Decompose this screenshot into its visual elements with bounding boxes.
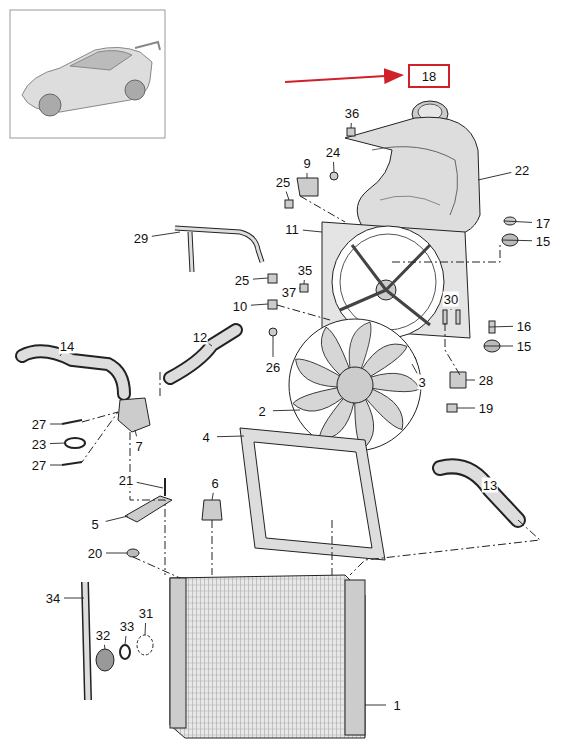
leader-line — [209, 344, 212, 346]
leader-line — [286, 191, 289, 200]
leader-line — [273, 336, 274, 357]
leader-line — [307, 173, 308, 178]
leader-line — [504, 221, 532, 222]
callout-number: 35 — [297, 263, 313, 278]
callout-number: 24 — [325, 145, 341, 160]
leader-line — [60, 354, 61, 356]
thermostat-housing — [62, 398, 150, 465]
leader-line — [489, 326, 513, 328]
callout-number: 28 — [478, 373, 494, 388]
callout-number: 27 — [31, 458, 47, 473]
callout-number: 21 — [118, 473, 134, 488]
callout-number: 32 — [95, 628, 111, 643]
leader-line — [212, 493, 213, 500]
callout-number: 9 — [302, 156, 311, 171]
assembly-line — [82, 196, 540, 578]
hose — [170, 330, 236, 378]
callout-number: 5 — [90, 517, 99, 532]
callout-box: 18 — [408, 64, 450, 88]
callout-number: 10 — [232, 299, 248, 314]
radiator — [170, 575, 365, 738]
callout-number: 3 — [417, 375, 426, 390]
leader-line — [365, 705, 386, 706]
callout-number: 30 — [443, 292, 459, 307]
callout-number: 15 — [535, 234, 551, 249]
leader-line — [137, 482, 163, 488]
leader-line — [457, 408, 475, 409]
callout-number: 12 — [192, 330, 208, 345]
leader-line — [253, 278, 268, 279]
leader-line — [451, 309, 452, 310]
frame — [240, 428, 385, 560]
leader-line — [273, 410, 300, 412]
callout-number: 18 — [422, 69, 436, 84]
leader-line — [145, 623, 147, 635]
leader-line — [351, 123, 352, 128]
leader-line — [106, 516, 128, 521]
callout-number: 25 — [234, 273, 250, 288]
callout-number: 34 — [45, 591, 61, 606]
leader-line — [50, 424, 62, 425]
leader-line — [135, 430, 137, 436]
bleed-pipe — [175, 228, 262, 272]
callout-number: 36 — [344, 106, 360, 121]
leader-line — [466, 380, 475, 381]
callout-number: 20 — [87, 546, 103, 561]
leader-line — [299, 288, 301, 289]
car-thumbnail — [10, 10, 165, 138]
leader-line — [333, 162, 335, 172]
leader-line — [484, 346, 513, 347]
callout-number: 25 — [275, 175, 291, 190]
leader-line — [217, 436, 244, 438]
callout-number: 11 — [284, 222, 300, 237]
leader-line — [478, 172, 511, 180]
callout-number: 23 — [31, 437, 47, 452]
callout-number: 1 — [392, 698, 401, 713]
callout-number: 27 — [31, 417, 47, 432]
callout-number: 2 — [257, 404, 266, 419]
callout-number: 19 — [478, 401, 494, 416]
fan — [289, 319, 421, 451]
leader-line — [303, 230, 322, 232]
leader-line — [412, 364, 417, 373]
hose — [22, 351, 124, 394]
pointer-arrow — [285, 75, 402, 82]
callout-number: 33 — [119, 619, 135, 634]
callout-number: 16 — [516, 319, 532, 334]
leader-line — [104, 645, 106, 649]
leader-line — [64, 598, 84, 599]
hose — [440, 466, 518, 520]
callout-number: 22 — [514, 163, 530, 178]
callout-number: 37 — [281, 285, 297, 300]
callout-number: 13 — [482, 478, 498, 493]
leader-line — [125, 636, 127, 645]
callout-number: 26 — [265, 360, 281, 375]
callout-number: 6 — [210, 476, 219, 491]
leader-line — [106, 553, 127, 554]
leader-line — [304, 280, 305, 284]
callout-number: 4 — [201, 430, 210, 445]
leader-line — [50, 465, 62, 466]
callout-number: 17 — [535, 216, 551, 231]
callout-number: 15 — [516, 339, 532, 354]
leader-line — [50, 443, 65, 445]
leader-line — [251, 304, 268, 305]
callout-number: 14 — [59, 339, 75, 354]
callout-number: 29 — [133, 231, 149, 246]
leader-line — [502, 240, 532, 242]
leader-line — [152, 232, 180, 236]
air-duct — [345, 117, 480, 236]
callout-number: 31 — [138, 606, 154, 621]
callout-number: 7 — [134, 439, 143, 454]
